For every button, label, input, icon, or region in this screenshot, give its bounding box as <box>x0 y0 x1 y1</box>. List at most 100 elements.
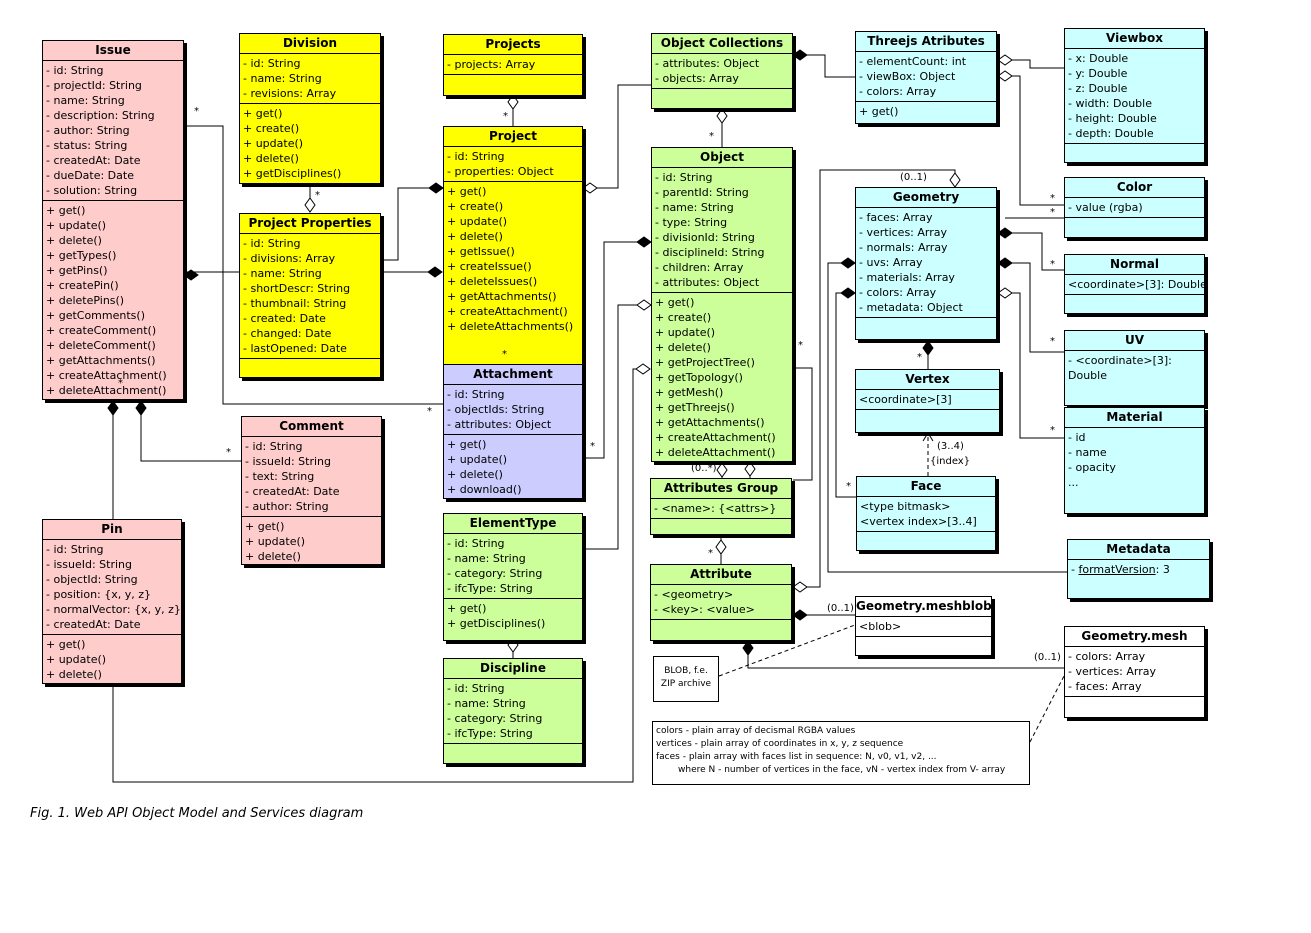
aggregation-diamond <box>636 299 652 311</box>
class-title: Vertex <box>856 370 999 390</box>
attribute: - faces: Array <box>1068 680 1142 693</box>
attributes: <coordinate>[3] <box>856 390 999 410</box>
class-division[interactable]: Division - id: String - name: String - r… <box>239 33 381 184</box>
class-issue[interactable]: Issue - id: String - projectId: String -… <box>42 40 184 400</box>
class-title: Projects <box>444 35 582 55</box>
operations: + get() + getDisciplines() <box>444 599 582 633</box>
aggregation-diamond <box>997 70 1013 82</box>
note-link <box>718 624 856 677</box>
multiplicity-label: * <box>1050 259 1055 270</box>
aggregation-diamond <box>507 94 519 110</box>
note-blob: BLOB, f.e. ZIP archive <box>653 656 719 702</box>
attribute: - normalVector: {x, y, z} <box>46 603 181 616</box>
class-viewbox[interactable]: Viewbox - x: Double - y: Double - z: Dou… <box>1064 28 1205 163</box>
attributes: - id: String - issueId: String - objectI… <box>43 540 181 635</box>
operations <box>1065 144 1204 148</box>
class-title: Project Properties <box>240 214 380 234</box>
association-line <box>184 125 443 405</box>
class-object-collections[interactable]: Object Collections - attributes: Object … <box>651 33 793 109</box>
multiplicity-label: * <box>798 340 803 351</box>
attribute-value: : 3 <box>1155 563 1170 576</box>
class-normal[interactable]: Normal <coordinate>[3]: Double <box>1064 254 1207 314</box>
operations: + get() + update() + delete() <box>242 517 381 566</box>
operations: + get() + update() + delete() <box>43 635 181 684</box>
attribute: - id: String <box>46 543 104 556</box>
class-geometry[interactable]: Geometry - faces: Array - vertices: Arra… <box>855 187 997 340</box>
composition-diamond <box>997 257 1013 269</box>
attribute: - category: String <box>447 567 543 580</box>
class-project[interactable]: Project - id: String - properties: Objec… <box>443 126 583 378</box>
attributes: - id: String - parentId: String - name: … <box>652 168 792 293</box>
composition-diamond <box>997 227 1013 239</box>
class-geometry-mesh[interactable]: Geometry.mesh - colors: Array - vertices… <box>1064 626 1205 718</box>
attribute: - <key>: <value> <box>654 603 755 616</box>
class-comment[interactable]: Comment - id: String - issueId: String -… <box>241 416 382 565</box>
attribute: - faces: Array <box>859 211 933 224</box>
class-face[interactable]: Face <type bitmask> <vertex index>[3..4] <box>856 476 996 551</box>
composition-diamond <box>636 236 652 248</box>
operation: + get() <box>447 185 487 198</box>
class-title: Object Collections <box>652 34 792 54</box>
aggregation-diamond <box>582 182 598 194</box>
class-title: Metadata <box>1068 540 1209 560</box>
operations <box>857 532 995 536</box>
attribute: - id <box>1068 431 1086 444</box>
multiplicity-label: (3..4) <box>937 441 964 452</box>
operation: + delete() <box>46 234 102 247</box>
attribute: - colors: Array <box>859 85 937 98</box>
class-geometry-meshblob[interactable]: Geometry.meshblob <blob> <box>855 596 992 656</box>
composition-diamond <box>742 640 754 656</box>
class-element-type[interactable]: ElementType - id: String - name: String … <box>443 513 583 641</box>
operation: + deleteIssues() <box>447 275 538 288</box>
attribute: - dueDate: Date <box>46 169 134 182</box>
operations: + get() + create() + update() + delete()… <box>240 104 380 183</box>
association-line <box>1005 292 1064 439</box>
class-attachment[interactable]: Attachment - id: String - objectIds: Str… <box>443 364 583 499</box>
operation: + update() <box>46 653 107 666</box>
attribute: - position: {x, y, z} <box>46 588 152 601</box>
class-color[interactable]: Color - value (rgba) <box>1064 177 1205 238</box>
operation: + delete() <box>245 550 301 563</box>
aggregation-diamond <box>792 581 808 593</box>
attribute: - name: String <box>447 552 526 565</box>
class-material[interactable]: Material - id - name - opacity ... <box>1064 407 1205 514</box>
attribute: - type: String <box>655 216 728 229</box>
attribute: - metadata: Object <box>859 301 963 314</box>
attributes: - id: String - properties: Object <box>444 147 582 182</box>
multiplicity-label: {index} <box>930 456 971 467</box>
operations <box>240 359 380 363</box>
operation: + delete() <box>655 341 711 354</box>
association-line <box>381 187 436 261</box>
attribute: - id: String <box>447 150 505 163</box>
class-attribute[interactable]: Attribute - <geometry> - <key>: <value> <box>650 564 792 641</box>
operation: + download() <box>447 483 522 496</box>
operations <box>651 519 791 523</box>
operation: + getTypes() <box>46 249 117 262</box>
operation: + getComments() <box>46 309 145 322</box>
operations: + get() <box>856 102 996 121</box>
class-threejs-attributes[interactable]: Threejs Atributes - elementCount: int - … <box>855 31 997 124</box>
operation: + deleteAttachments() <box>447 320 574 333</box>
operations: + get() + create() + update() + delete()… <box>652 293 792 462</box>
class-project-properties[interactable]: Project Properties - id: String - divisi… <box>239 213 381 378</box>
attributes: - id: String - issueId: String - text: S… <box>242 437 381 517</box>
operation: + delete() <box>243 152 299 165</box>
operation: + getProjectTree() <box>655 356 755 369</box>
class-vertex[interactable]: Vertex <coordinate>[3] <box>855 369 1000 433</box>
note-line: ZIP archive <box>660 679 712 689</box>
operations <box>652 89 792 93</box>
class-discipline[interactable]: Discipline - id: String - name: String -… <box>443 658 583 764</box>
class-projects[interactable]: Projects - projects: Array <box>443 34 583 96</box>
class-attributes-group[interactable]: Attributes Group - <name>: {<attrs>} <box>650 478 792 535</box>
note-formats: colors - plain array of decismal RGBA va… <box>652 721 1030 785</box>
class-pin[interactable]: Pin - id: String - issueId: String - obj… <box>42 519 182 684</box>
class-metadata[interactable]: Metadata - formatVersion: 3 <box>1067 539 1210 599</box>
attributes: <type bitmask> <vertex index>[3..4] <box>857 497 995 532</box>
attribute: - issueId: String <box>245 455 331 468</box>
operation: + createAttachment() <box>46 369 167 382</box>
class-uv[interactable]: UV - <coordinate>[3]: Double <box>1064 330 1205 406</box>
class-object[interactable]: Object - id: String - parentId: String -… <box>651 147 793 462</box>
attribute: - elementCount: int <box>859 55 967 68</box>
operations <box>651 620 791 624</box>
